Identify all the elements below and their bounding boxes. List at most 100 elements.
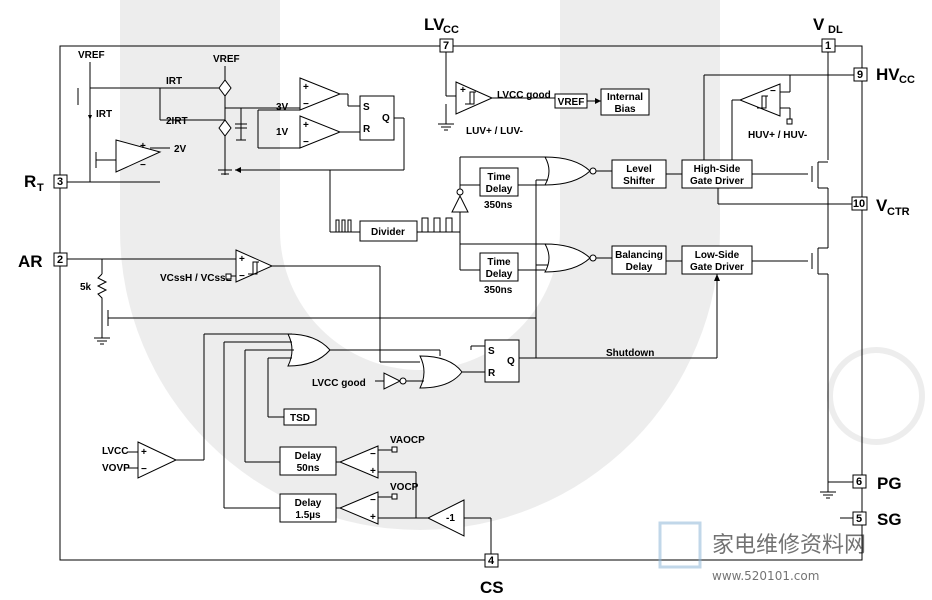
svg-text:-1: -1 (446, 513, 455, 524)
oscillator-section: VREF IRT IRT 2IRT + − 2V VREF + (67, 50, 405, 233)
svg-text:+: + (303, 120, 309, 131)
irt-label-2: IRT (96, 109, 112, 120)
svg-text:Delay: Delay (295, 498, 322, 509)
lower-path: Time Delay 350ns Balancing Delay Low-Sid… (460, 179, 753, 358)
pin-hvcc: 9 HV CC (853, 65, 915, 86)
svg-text:3: 3 (57, 176, 63, 188)
or-gate-shutdown (419, 355, 463, 389)
sr-latch-osc (359, 95, 395, 141)
svg-text:Delay: Delay (626, 262, 653, 273)
hvcc-section: − HUV+ / HUV- (703, 52, 854, 519)
inverter (451, 194, 469, 213)
svg-text:CTR: CTR (887, 206, 910, 218)
svg-text:Delay: Delay (486, 184, 513, 195)
comparator-1v (299, 115, 342, 149)
svg-text:+: + (460, 85, 466, 96)
svg-text:Time: Time (487, 257, 511, 268)
ocp-comparator (338, 491, 379, 525)
irt-label: IRT (166, 76, 182, 87)
svg-text:S: S (363, 102, 370, 113)
svg-text:+: + (370, 466, 376, 477)
svg-text:−: − (141, 464, 147, 475)
svg-text:−: − (303, 99, 309, 110)
svg-text:Low-Side: Low-Side (695, 250, 740, 261)
svg-text:Divider: Divider (371, 227, 405, 238)
svg-text:−: − (770, 86, 776, 97)
svg-text:R: R (363, 124, 371, 135)
svg-text:−: − (239, 271, 245, 282)
time-delay-upper (479, 167, 519, 197)
svg-text:5: 5 (856, 513, 862, 525)
pin-lvcc: 7 LV CC (424, 15, 459, 53)
svg-text:Gate Driver: Gate Driver (690, 176, 744, 187)
svg-text:1.5µs: 1.5µs (295, 510, 321, 521)
svg-text:Balancing: Balancing (615, 250, 663, 261)
svg-text:2: 2 (57, 254, 63, 266)
svg-text:LVCC good: LVCC good (497, 90, 551, 101)
inverter-lvcc (383, 372, 402, 390)
watermark-background (120, 0, 925, 530)
ar-section: 5k + − VCssH / VCssL (67, 249, 536, 363)
svg-text:V: V (876, 196, 888, 215)
aocp-comparator (338, 445, 379, 479)
sr-latch-shutdown (484, 339, 520, 383)
svg-text:50ns: 50ns (297, 463, 320, 474)
svg-text:High-Side: High-Side (694, 164, 741, 175)
svg-text:Time: Time (487, 172, 511, 183)
pin-pg: 6 PG (852, 474, 902, 493)
svg-text:Shutdown: Shutdown (606, 348, 654, 359)
svg-text:TSD: TSD (290, 413, 310, 424)
svg-text:4: 4 (488, 555, 495, 567)
protection-section: LVCC good S R Q Shutdown TSD + − (102, 274, 720, 554)
svg-text:Delay: Delay (295, 451, 322, 462)
svg-text:10: 10 (853, 198, 865, 210)
svg-text:www.520101.com: www.520101.com (712, 569, 819, 583)
svg-text:HV: HV (876, 65, 900, 84)
level-shifter-block (611, 159, 667, 189)
resistor-5k (96, 273, 108, 305)
svg-text:Level: Level (626, 164, 652, 175)
svg-text:LUV+ / LUV-: LUV+ / LUV- (466, 126, 523, 137)
svg-text:V: V (813, 15, 825, 34)
lvcc-section: + LUV+ / LUV- LVCC good VREF Internal Bi… (438, 52, 650, 137)
svg-text:AR: AR (18, 252, 43, 271)
svg-text:HUV+ / HUV-: HUV+ / HUV- (748, 130, 807, 141)
high-side-gate-driver (681, 159, 753, 189)
vref-label-1: VREF (78, 50, 105, 61)
svg-text:−: − (140, 160, 146, 171)
current-source-1 (218, 79, 232, 97)
svg-text:VCssH / VCssL: VCssH / VCssL (160, 273, 232, 284)
svg-text:6: 6 (856, 476, 862, 488)
svg-text:VREF: VREF (558, 97, 585, 108)
svg-text:1V: 1V (276, 127, 289, 138)
svg-text:R: R (488, 368, 496, 379)
pin-rt: 3 R T (24, 172, 68, 194)
svg-text:7: 7 (443, 40, 449, 52)
svg-text:VOCP: VOCP (390, 482, 419, 493)
balancing-delay-block (611, 245, 667, 275)
upper-path: Time Delay 350ns Level Shifter High-Side… (460, 156, 753, 211)
svg-text:VOVP: VOVP (102, 463, 130, 474)
svg-text:Shifter: Shifter (623, 176, 655, 187)
internal-bias-block (600, 88, 650, 116)
svg-text:5k: 5k (80, 282, 92, 293)
svg-text:Bias: Bias (614, 104, 636, 115)
svg-text:3V: 3V (276, 102, 289, 113)
svg-text:−: − (303, 137, 309, 148)
svg-text:350ns: 350ns (484, 285, 513, 296)
svg-text:S: S (488, 346, 495, 357)
tsd-block (283, 408, 317, 426)
ovp-comparator (137, 441, 178, 479)
svg-text:DL: DL (828, 24, 843, 36)
divider-block (359, 220, 418, 242)
svg-text:+: + (303, 82, 309, 93)
svg-text:−: − (370, 495, 376, 506)
svg-text:LV: LV (424, 15, 445, 34)
delay-50ns-block (279, 446, 337, 476)
svg-text:9: 9 (857, 69, 863, 81)
comparator-3v (299, 77, 342, 111)
svg-text:Q: Q (507, 356, 515, 367)
2v-label: 2V (174, 144, 187, 155)
